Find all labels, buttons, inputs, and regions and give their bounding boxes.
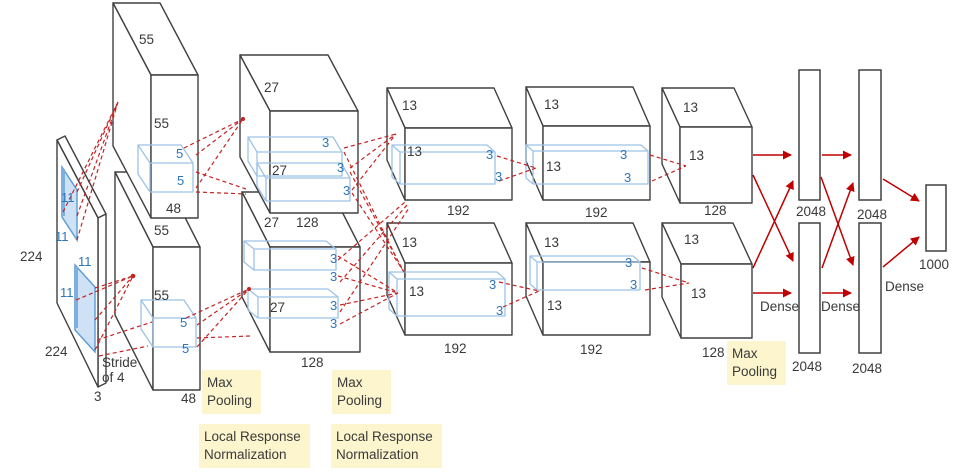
conv5-channels-label: 128 [704, 203, 727, 218]
input-kernel-size-label: 11 [55, 229, 69, 244]
conv3-kernel-size-label: 3 [486, 147, 494, 162]
conv5-top-box [661, 87, 753, 204]
conv3-size-label: 13 [402, 235, 418, 250]
dense-connection-arrows [752, 150, 920, 298]
conv1-kernel-size-label: 5 [180, 315, 188, 330]
conv4-kernels [525, 144, 649, 291]
conv4-channels-label: 192 [580, 342, 603, 357]
max-pooling-note-2: Max Pooling [332, 370, 392, 415]
conv2-kernel-size-label: 3 [322, 135, 330, 150]
input-height-label: 224 [20, 249, 43, 264]
conv4-channels-label: 192 [585, 205, 608, 220]
conv3-kernel-size-label: 3 [489, 277, 497, 292]
conv3-size-label: 13 [402, 98, 418, 113]
conv3-channels-label: 192 [444, 341, 467, 356]
conv1-kernel-size-label: 5 [177, 173, 185, 188]
dashed-connections [62, 101, 690, 357]
conv4-kernel-size-label: 3 [624, 170, 632, 185]
conv4-kernel-size-label: 3 [625, 255, 633, 270]
max-pooling-note-3: Max Pooling [727, 341, 787, 386]
dense-label: Dense [760, 299, 800, 314]
conv3-bottom-box [386, 222, 513, 336]
conv2-kernel-size-label: 3 [330, 269, 338, 284]
dense-label: Dense [885, 279, 925, 294]
conv1-channels-label: 48 [166, 201, 182, 216]
conv4-size-label: 13 [547, 298, 563, 313]
input-channels-label: 3 [94, 389, 102, 404]
conv4-size-label: 13 [544, 235, 560, 250]
input-kernel-size-label: 11 [61, 190, 75, 205]
conv5-channels-label: 128 [702, 345, 725, 360]
conv2-top-box [239, 54, 359, 214]
conv4-size-label: 13 [544, 97, 560, 112]
fc7-units-label: 2048 [852, 361, 883, 376]
conv2-kernel-size-label: 3 [330, 298, 338, 313]
conv2-size-label: 27 [264, 80, 280, 95]
conv2-size-label: 27 [272, 163, 288, 178]
stride-note: Stride of 4 [102, 355, 138, 385]
conv1-top-box [112, 2, 199, 219]
conv3-size-label: 13 [407, 144, 423, 159]
conv2-kernel-size-label: 3 [337, 160, 345, 175]
conv2-kernel-size-label: 3 [330, 316, 338, 331]
conv4-bottom-box [525, 222, 651, 336]
conv1-channels-label: 48 [181, 391, 197, 406]
conv1-kernels [137, 144, 197, 348]
conv1-kernel-size-label: 5 [176, 146, 184, 161]
conv5-size-label: 13 [689, 148, 705, 163]
max-pooling-note-1: Max Pooling [202, 370, 262, 415]
fc8-units-label: 1000 [919, 257, 950, 272]
conv3-size-label: 13 [409, 284, 425, 299]
fc6-units-label: 2048 [792, 359, 823, 374]
conv2-kernel-size-label: 3 [343, 183, 351, 198]
conv2-bottom-box [241, 191, 361, 353]
fc6-columns [798, 69, 821, 354]
input-width-label: 224 [45, 344, 68, 359]
conv3-kernels [388, 144, 506, 317]
conv4-kernel-size-label: 3 [620, 147, 628, 162]
fc7-units-label: 2048 [857, 207, 888, 222]
input-kernel-size-label: 11 [78, 254, 92, 269]
conv2-channels-label: 128 [296, 215, 319, 230]
dense-label: Dense [821, 299, 861, 314]
conv1-size-label: 55 [139, 32, 155, 47]
input-image-plate [56, 135, 107, 388]
conv4-size-label: 13 [546, 159, 562, 174]
conv1-size-label: 55 [154, 288, 170, 303]
local-response-normalization-note-1: Local Response Normalization [199, 424, 310, 469]
conv5-bottom-box [661, 222, 753, 339]
conv3-channels-label: 192 [447, 203, 470, 218]
conv5-size-label: 13 [691, 286, 707, 301]
conv5-size-label: 13 [683, 100, 699, 115]
conv2-kernels [243, 136, 351, 319]
input-kernel-size-label: 11 [60, 285, 74, 300]
local-response-normalization-note-2: Local Response Normalization [331, 424, 442, 469]
conv3-kernel-size-label: 3 [496, 303, 504, 318]
fc8-output-column [925, 184, 947, 252]
fc7-columns [858, 69, 882, 354]
conv1-size-label: 55 [154, 116, 170, 131]
fc6-units-label: 2048 [796, 204, 827, 219]
conv2-kernel-size-label: 3 [330, 251, 338, 266]
conv2-size-label: 27 [264, 215, 280, 230]
conv2-channels-label: 128 [301, 355, 324, 370]
conv1-size-label: 55 [154, 223, 170, 238]
conv3-kernel-size-label: 3 [495, 169, 503, 184]
conv2-size-label: 27 [270, 300, 286, 315]
conv4-kernel-size-label: 3 [630, 277, 638, 292]
conv5-size-label: 13 [684, 232, 700, 247]
conv1-kernel-size-label: 5 [182, 341, 190, 356]
